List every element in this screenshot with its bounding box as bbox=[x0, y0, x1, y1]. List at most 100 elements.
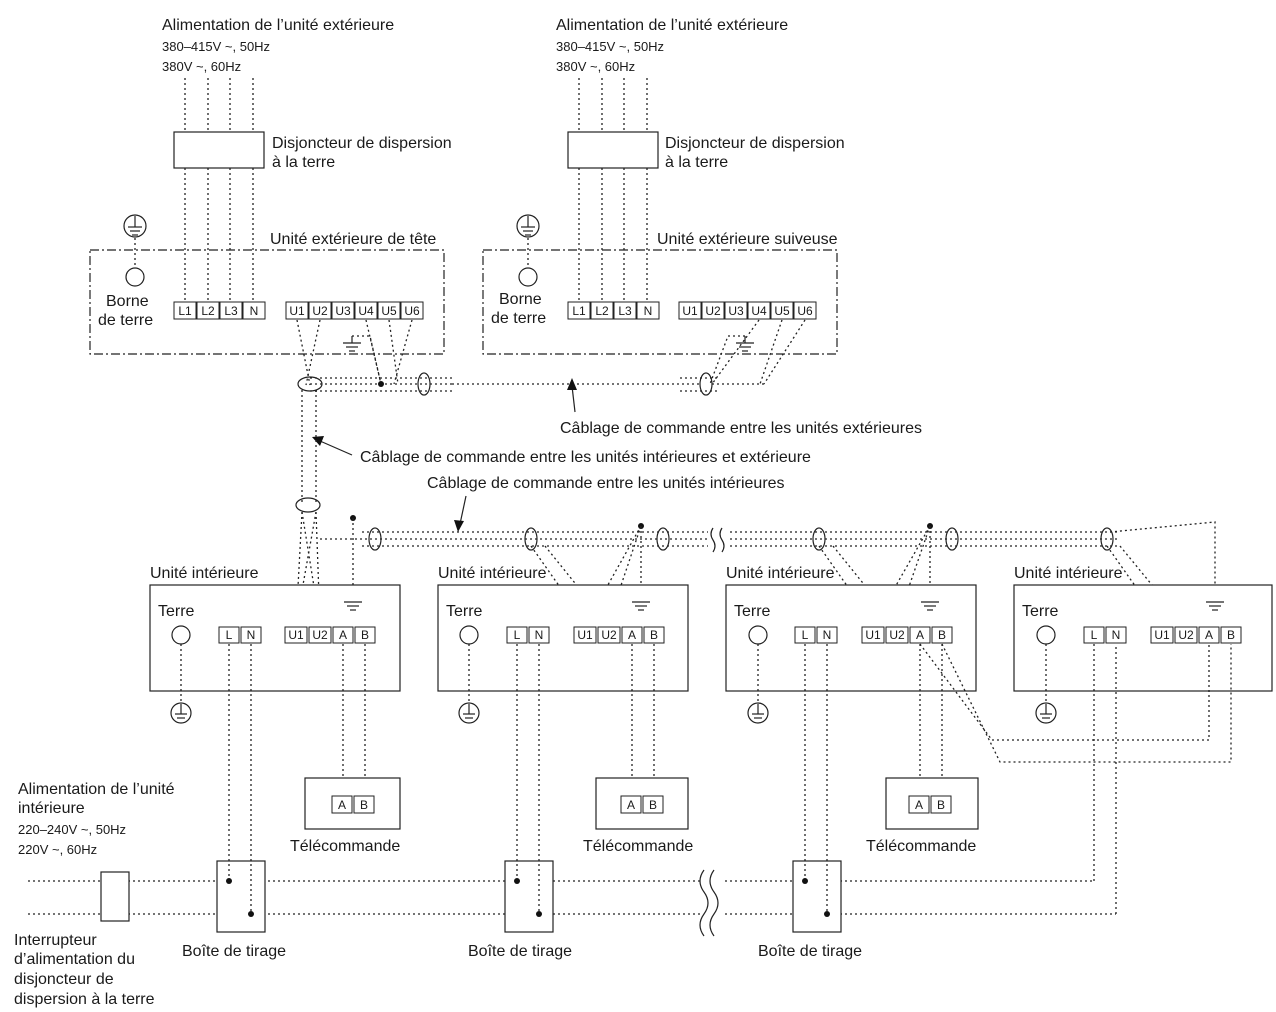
svg-text:U6: U6 bbox=[404, 304, 420, 318]
indoor-earth-label: Terre bbox=[158, 603, 195, 620]
svg-text:B: B bbox=[361, 628, 369, 642]
pull-box-label: Boîte de tirage bbox=[182, 943, 286, 960]
svg-text:U2: U2 bbox=[705, 304, 721, 318]
indoor-unit-4: Unité intérieure Terre L N U1 U2 A B bbox=[1013, 565, 1273, 692]
indoor-power-title-b: intérieure bbox=[18, 800, 85, 817]
outdoor-power-title-1: Alimentation de l’unité extérieure bbox=[162, 17, 394, 34]
cable-outdoor-outdoor-label: Câblage de commande entre les unités ext… bbox=[560, 420, 922, 437]
svg-text:U6: U6 bbox=[797, 304, 813, 318]
breaker-label-1b: à la terre bbox=[272, 154, 335, 171]
outdoor-unit-head: Alimentation de l’unité extérieure 380–4… bbox=[89, 17, 452, 386]
earth-terminal-label-b: de terre bbox=[491, 310, 546, 327]
svg-text:U4: U4 bbox=[358, 304, 374, 318]
svg-text:B: B bbox=[938, 628, 946, 642]
shield-ground-icon bbox=[736, 336, 754, 352]
svg-text:U3: U3 bbox=[728, 304, 744, 318]
svg-text:L2: L2 bbox=[595, 304, 609, 318]
svg-text:U1: U1 bbox=[682, 304, 698, 318]
svg-text:U2: U2 bbox=[312, 304, 328, 318]
earth-terminal-label-b: de terre bbox=[98, 312, 153, 329]
indoor-unit-title: Unité intérieure bbox=[1014, 565, 1123, 582]
earth-terminal-label-a: Borne bbox=[106, 293, 149, 310]
shield-ground-icon bbox=[344, 601, 362, 611]
outdoor-head-title: Unité extérieure de tête bbox=[270, 231, 436, 248]
label-arrow bbox=[459, 495, 467, 525]
pull-box-label: Boîte de tirage bbox=[468, 943, 572, 960]
breaker-label-2b: à la terre bbox=[665, 154, 728, 171]
outdoor-control-line bbox=[297, 372, 764, 396]
svg-text:L: L bbox=[514, 628, 521, 642]
svg-text:L1: L1 bbox=[572, 304, 586, 318]
svg-text:U2: U2 bbox=[601, 628, 617, 642]
indoor-unit-2: Unité intérieure Terre L N U1 U2 A B bbox=[437, 565, 689, 692]
switch-label-c: disjoncteur de bbox=[14, 971, 114, 988]
outdoor-power-title-2: Alimentation de l’unité extérieure bbox=[556, 17, 788, 34]
svg-text:B: B bbox=[650, 628, 658, 642]
ground-icon bbox=[516, 214, 540, 238]
control-terminal-block: U1 U2 U3 U4 U5 U6 bbox=[285, 301, 424, 320]
svg-text:A: A bbox=[916, 628, 924, 642]
svg-text:A: A bbox=[628, 628, 636, 642]
svg-text:A: A bbox=[627, 798, 635, 812]
pull-box-label: Boîte de tirage bbox=[758, 943, 862, 960]
svg-text:U1: U1 bbox=[288, 628, 304, 642]
svg-text:U3: U3 bbox=[335, 304, 351, 318]
label-arrow bbox=[319, 440, 353, 456]
indoor-unit-3: Unité intérieure Terre L N U1 U2 A B bbox=[725, 565, 977, 692]
outdoor-power-spec-2b: 380V ~, 60Hz bbox=[556, 59, 635, 74]
switch-label-a: Interrupteur bbox=[14, 932, 97, 949]
outdoor-follower-title: Unité extérieure suiveuse bbox=[657, 231, 838, 248]
svg-text:L2: L2 bbox=[201, 304, 215, 318]
svg-text:N: N bbox=[1112, 628, 1121, 642]
earth-terminal-circle bbox=[125, 267, 145, 287]
svg-text:A: A bbox=[915, 798, 923, 812]
svg-text:U2: U2 bbox=[312, 628, 328, 642]
svg-text:U5: U5 bbox=[774, 304, 790, 318]
remote-label: Télécommande bbox=[290, 838, 400, 855]
indoor-power-spec-a: 220–240V ~, 50Hz bbox=[18, 822, 126, 837]
ground-icon bbox=[747, 702, 769, 724]
svg-text:L1: L1 bbox=[178, 304, 192, 318]
ground-icon bbox=[170, 702, 192, 724]
svg-text:N: N bbox=[823, 628, 832, 642]
remote-controller-3: A B Télécommande bbox=[866, 777, 979, 855]
cable-indoor-outdoor-label: Câblage de commande entre les unités int… bbox=[360, 449, 811, 466]
outdoor-power-spec-2a: 380–415V ~, 50Hz bbox=[556, 39, 664, 54]
svg-text:L3: L3 bbox=[618, 304, 632, 318]
earth-leakage-breaker-2 bbox=[567, 131, 659, 169]
remote-controller-2: A B Télécommande bbox=[583, 777, 693, 855]
indoor-earth-label: Terre bbox=[446, 603, 483, 620]
label-arrow bbox=[571, 385, 576, 413]
svg-text:U4: U4 bbox=[751, 304, 767, 318]
pull-box-2: Boîte de tirage bbox=[468, 644, 572, 960]
svg-text:N: N bbox=[644, 304, 653, 318]
control-terminal-block: U1 U2 U3 U4 U5 U6 bbox=[678, 301, 817, 320]
pull-box-1: Boîte de tirage bbox=[182, 644, 286, 960]
switch-label-d: dispersion à la terre bbox=[14, 991, 155, 1008]
indoor-unit-title: Unité intérieure bbox=[150, 565, 259, 582]
svg-text:B: B bbox=[360, 798, 368, 812]
remote-wires bbox=[342, 643, 1232, 796]
pull-box-3: Boîte de tirage bbox=[758, 644, 862, 960]
svg-text:L: L bbox=[226, 628, 233, 642]
outdoor-power-spec-1a: 380–415V ~, 50Hz bbox=[162, 39, 270, 54]
remote-label: Télécommande bbox=[866, 838, 976, 855]
cable-indoor-indoor-label: Câblage de commande entre les unités int… bbox=[427, 475, 785, 492]
indoor-power-spec-b: 220V ~, 60Hz bbox=[18, 842, 97, 857]
svg-text:B: B bbox=[937, 798, 945, 812]
outdoor-power-spec-1b: 380V ~, 60Hz bbox=[162, 59, 241, 74]
power-terminal-block: L1 L2 L3 N bbox=[567, 301, 660, 320]
outdoor-unit-follower: Alimentation de l’unité extérieure 380–4… bbox=[482, 17, 845, 385]
earth-terminal-circle bbox=[518, 267, 538, 287]
svg-text:A: A bbox=[339, 628, 347, 642]
indoor-power-supply: Alimentation de l’unité intérieure 220–2… bbox=[14, 644, 1117, 1008]
ground-icon bbox=[1035, 702, 1057, 724]
shield-ground-icon bbox=[343, 336, 361, 352]
indoor-unit-title: Unité intérieure bbox=[726, 565, 835, 582]
earth-leakage-breaker-1 bbox=[173, 131, 265, 169]
indoor-unit-1: Unité intérieure Terre L N U1 U2 A B bbox=[149, 565, 401, 692]
svg-text:L: L bbox=[802, 628, 809, 642]
svg-text:B: B bbox=[649, 798, 657, 812]
remote-label: Télécommande bbox=[583, 838, 693, 855]
ground-icon bbox=[458, 702, 480, 724]
